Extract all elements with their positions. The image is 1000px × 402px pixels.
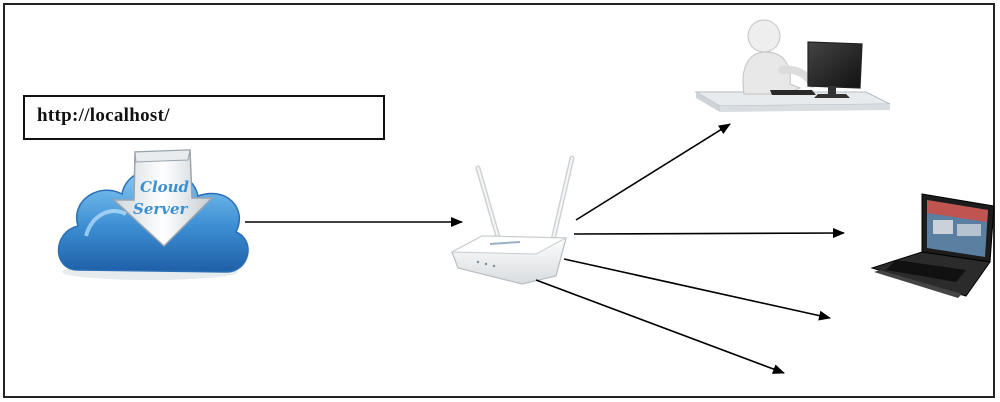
arrow-router-to-device-3 [563, 258, 831, 321]
cloud-label-line1: Cloud [140, 178, 190, 196]
cloud-server-icon: Cloud Server [57, 149, 249, 280]
desktop-user-icon [694, 19, 891, 112]
arrow-router-to-desktop [575, 123, 731, 221]
laptop-icon [870, 193, 995, 298]
url-text: http://localhost/ [37, 105, 170, 126]
wifi-router-icon [450, 155, 575, 285]
arrow-router-to-laptop [573, 228, 845, 239]
cloud-label-line2: Server [133, 200, 189, 218]
arrow-router-to-device-4 [535, 279, 785, 374]
url-box: http://localhost/ [23, 95, 385, 140]
